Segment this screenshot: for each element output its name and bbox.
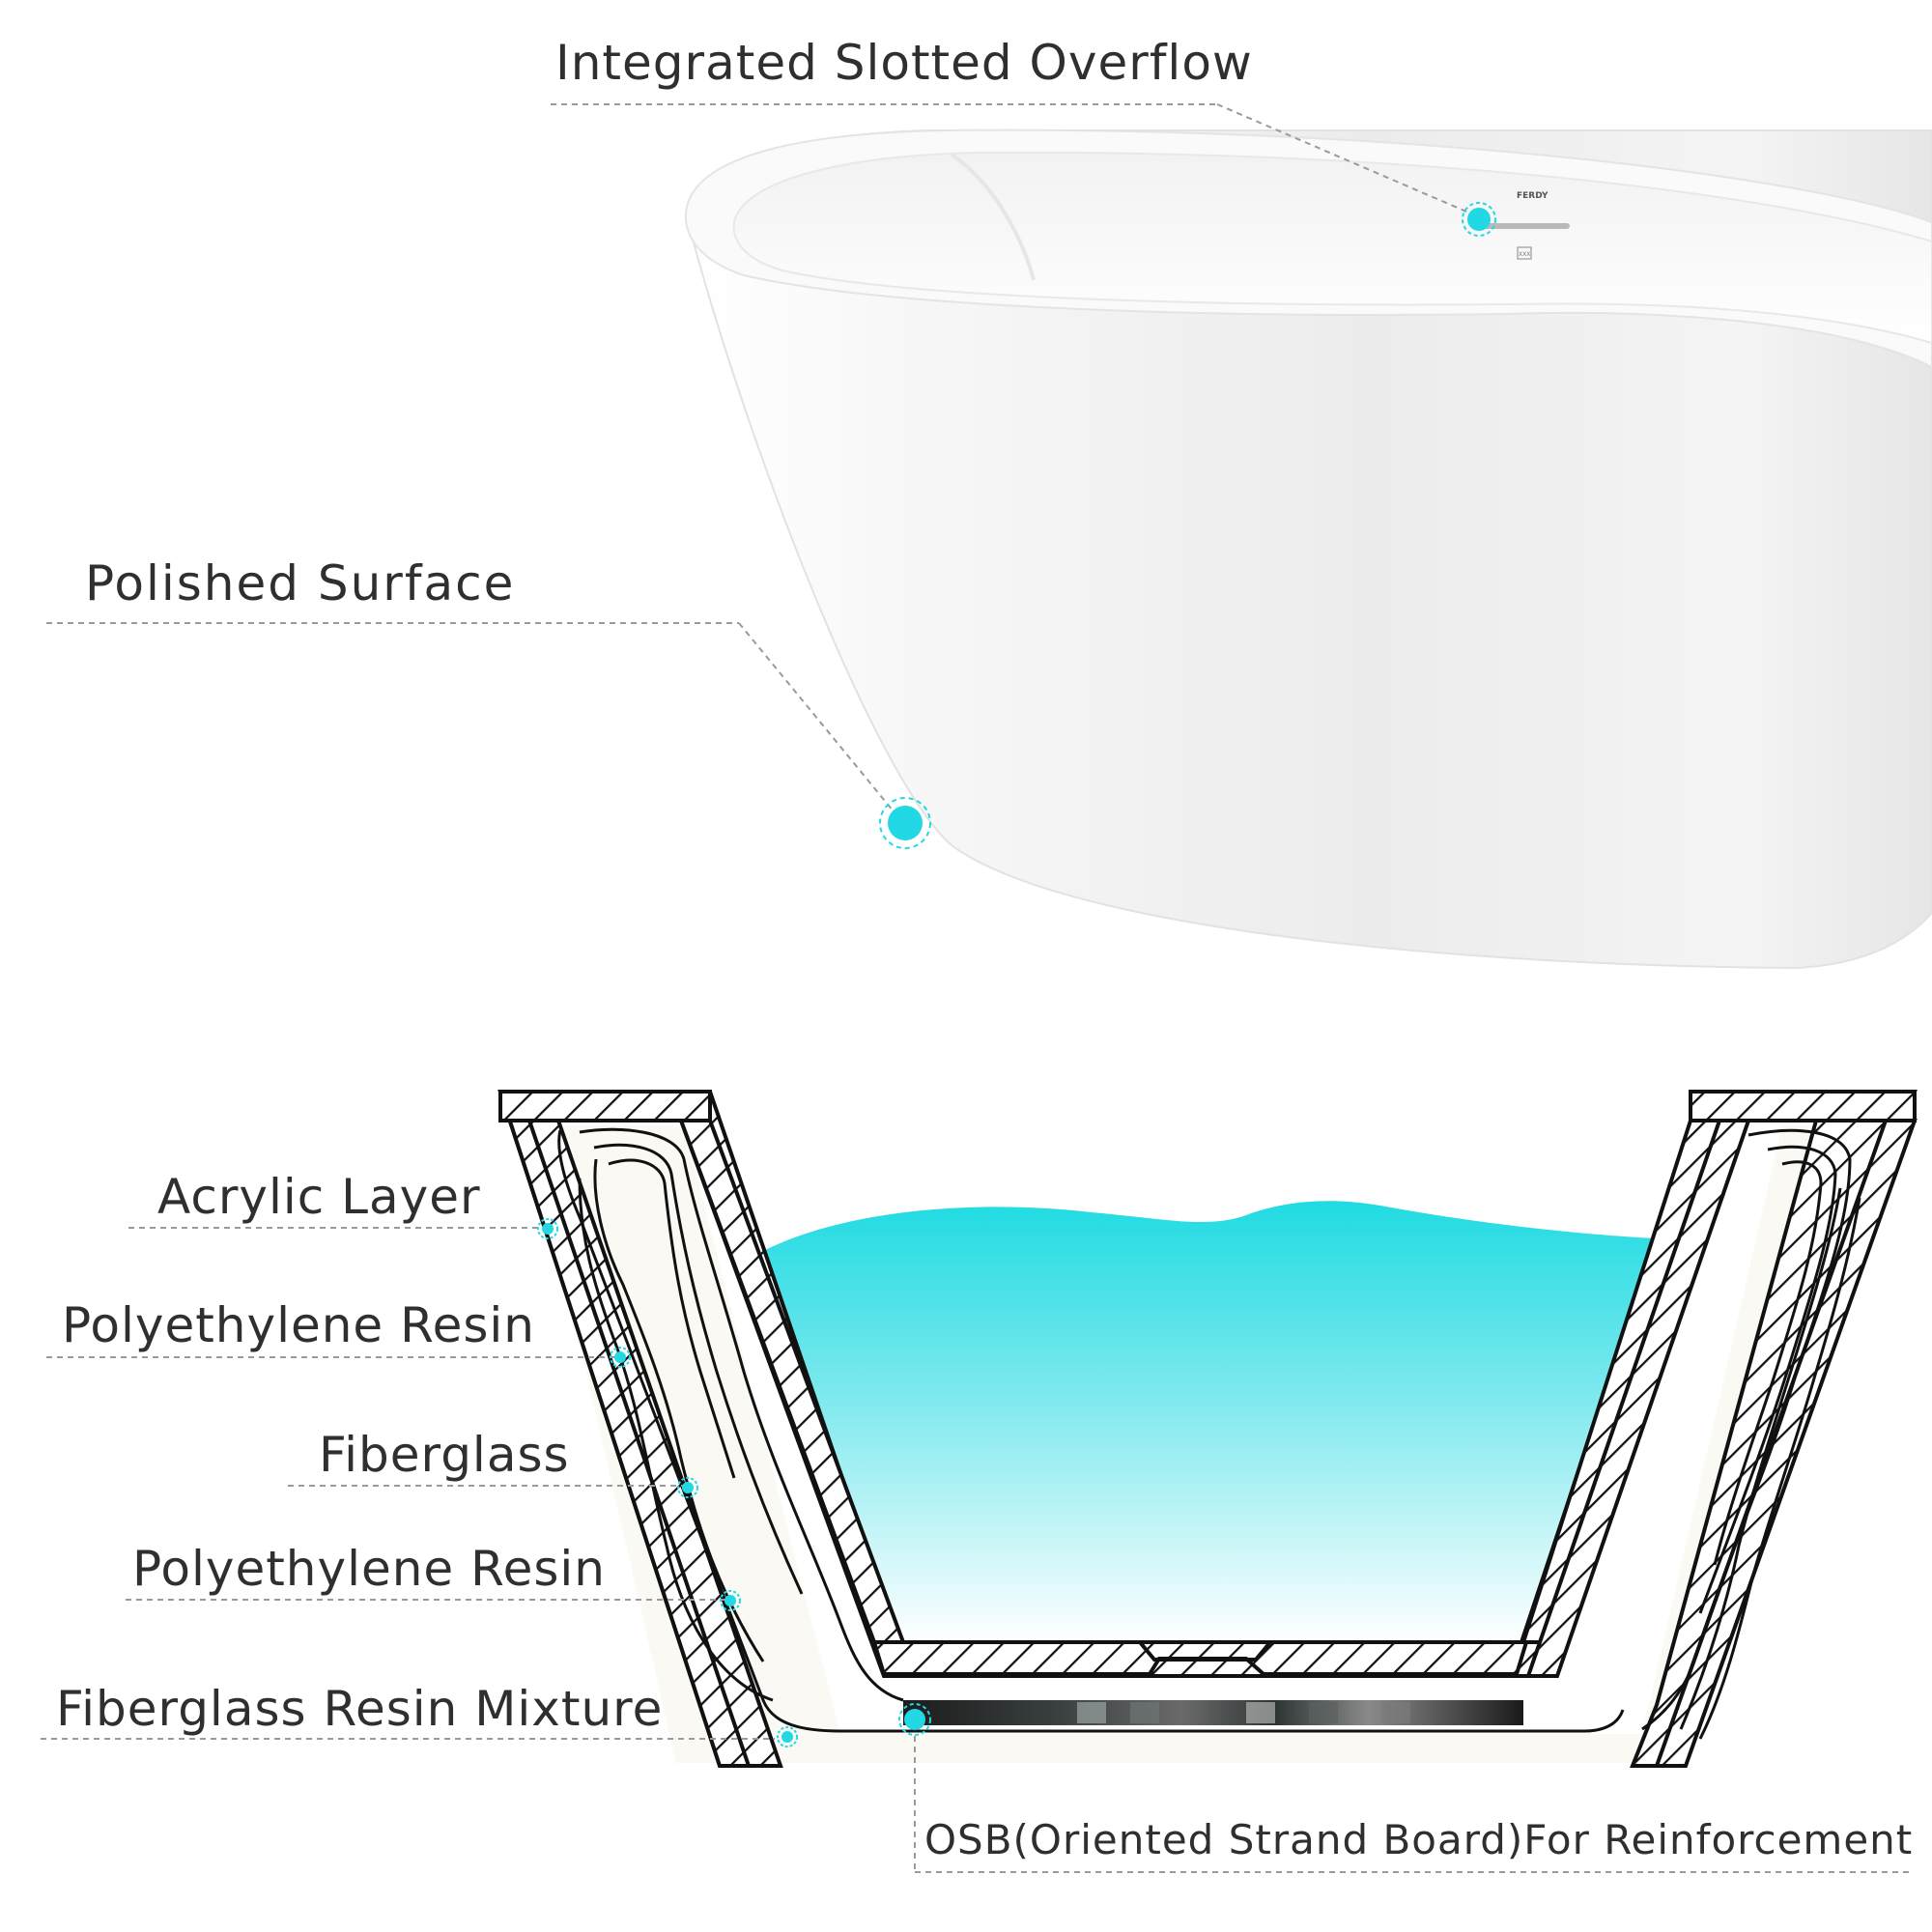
cross-section bbox=[497, 1090, 1918, 1768]
polyethylene-resin-label-2: Polyethylene Resin bbox=[132, 1541, 606, 1597]
surface-marker-ring bbox=[879, 797, 931, 849]
overflow-label: Integrated Slotted Overflow bbox=[555, 35, 1253, 91]
overflow-marker-ring bbox=[1462, 202, 1496, 237]
right-inner-stripe bbox=[1525, 1119, 1751, 1678]
fiberglass-label: Fiberglass bbox=[319, 1427, 570, 1483]
overflow-brand-mark: FERDY bbox=[1517, 191, 1548, 201]
acrylic-layer-label: Acrylic Layer bbox=[157, 1169, 481, 1225]
bathtub-photo: FERDY XXX bbox=[684, 128, 1932, 970]
overflow-callout bbox=[551, 103, 1496, 237]
marker-fiberglass bbox=[682, 1482, 694, 1493]
layer-callouts bbox=[41, 1218, 1913, 1873]
fiberglass-resin-mixture-label: Fiberglass Resin Mixture bbox=[56, 1681, 664, 1737]
osb-board bbox=[903, 1700, 1523, 1725]
marker-fiberglass-resin-mixture bbox=[781, 1731, 793, 1743]
right-layer-contours bbox=[1641, 1128, 1861, 1740]
overflow-code-mark: XXX bbox=[1519, 251, 1530, 258]
tub-basin bbox=[732, 151, 1932, 345]
osb-reinforcement-label: OSB(Oriented Strand Board)For Reinforcem… bbox=[924, 1816, 1914, 1863]
marker-polyethylene-resin-2 bbox=[724, 1595, 736, 1606]
marker-polyethylene-resin-1 bbox=[614, 1351, 626, 1363]
polyethylene-resin-label-1: Polyethylene Resin bbox=[62, 1297, 535, 1353]
basin-floor bbox=[871, 1640, 1529, 1676]
water bbox=[763, 1201, 1654, 1642]
overflow-marker-dot bbox=[1467, 208, 1491, 231]
surface-label: Polished Surface bbox=[85, 555, 516, 611]
left-layer-contours bbox=[557, 1127, 1625, 1733]
marker-acrylic-layer bbox=[542, 1223, 554, 1235]
surface-callout bbox=[46, 622, 931, 849]
overflow-slot bbox=[1478, 223, 1570, 229]
marker-osb bbox=[904, 1709, 925, 1730]
surface-marker-dot bbox=[888, 806, 923, 840]
